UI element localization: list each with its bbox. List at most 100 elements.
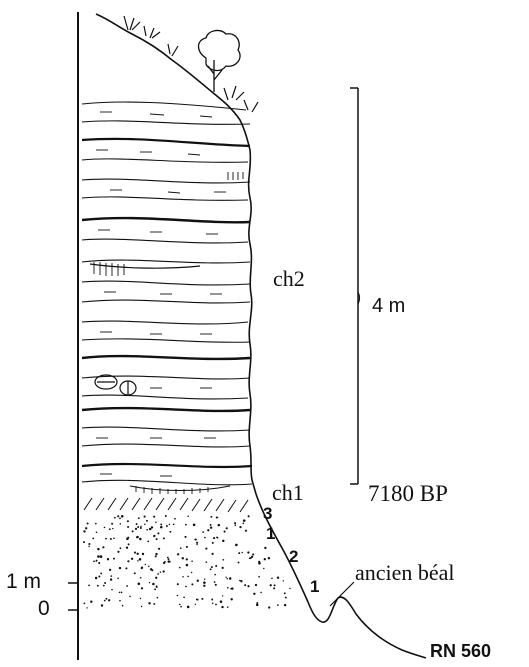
sand-dot (238, 552, 240, 554)
sand-dot (117, 551, 119, 553)
sand-dot (179, 567, 181, 569)
sand-dot (185, 524, 187, 526)
unit-ch1-label: ch1 (272, 482, 304, 504)
scale-bar-label: 4 m (372, 296, 405, 316)
sand-dot (138, 517, 140, 519)
sand-dot (146, 529, 148, 531)
sand-dot (155, 555, 157, 557)
sand-dot (95, 577, 97, 579)
road-label: RN 560 (430, 642, 491, 660)
lamination-dashes (96, 112, 226, 476)
sand-dot (134, 552, 136, 554)
sand-dot (93, 561, 95, 563)
sand-dot (153, 516, 155, 518)
sand-dot (107, 558, 109, 560)
sand-dot (157, 532, 159, 534)
sand-dot (218, 524, 221, 527)
sand-dot (277, 576, 279, 578)
sand-dot (121, 591, 123, 593)
plant-tuft-icon (124, 16, 258, 112)
sand-dot (264, 547, 266, 549)
sand-dot (155, 522, 157, 524)
sand-dot (251, 556, 253, 558)
sand-dot (97, 555, 100, 558)
sand-dot (127, 520, 129, 522)
sand-dot (289, 588, 291, 590)
scale-bar-4m (350, 88, 360, 484)
canal-label: ancien béal (355, 562, 455, 584)
sand-dot (180, 606, 182, 608)
sand-dot (148, 566, 150, 568)
sand-dot (126, 585, 128, 587)
sand-dot (160, 526, 163, 529)
depth-0-label: 0 (38, 598, 50, 619)
sand-dot (263, 568, 264, 569)
sand-dot (98, 562, 100, 564)
sand-dot (152, 583, 155, 586)
sand-dot (203, 585, 205, 587)
sand-dot (201, 598, 203, 600)
sand-dot (193, 524, 196, 527)
sand-dot (122, 605, 124, 607)
sand-dot (153, 536, 154, 537)
sand-dot (238, 562, 240, 564)
sand-dot (222, 567, 224, 569)
sand-dot (111, 523, 113, 525)
sand-dot (163, 537, 165, 539)
sand-dot (137, 536, 139, 538)
sand-dot (127, 537, 129, 539)
sand-dot (260, 592, 262, 594)
sand-dot (222, 540, 224, 542)
sand-dot (96, 532, 98, 534)
sand-dot (86, 607, 87, 608)
sand-dot (160, 571, 162, 573)
sand-dot (180, 547, 182, 549)
sand-dot (165, 515, 167, 517)
sand-dot (197, 599, 199, 601)
radiocarbon-date-label: 7180 BP (368, 482, 448, 505)
sand-dot (98, 576, 100, 578)
sand-dot (111, 589, 113, 591)
sand-dot (205, 548, 207, 550)
sand-dot (239, 526, 241, 528)
sand-dot (174, 518, 176, 520)
depth-1m-label: 1 m (6, 571, 41, 592)
sand-dot (88, 546, 89, 547)
sand-dot (182, 576, 184, 578)
sand-dot (268, 557, 270, 559)
sand-dot (127, 560, 129, 562)
sand-dot (169, 531, 171, 533)
sand-dot (149, 528, 152, 531)
sand-dot (104, 600, 106, 602)
sand-dot (195, 539, 197, 541)
sand-dot (90, 601, 92, 603)
sand-dot (222, 595, 223, 596)
sand-dot (212, 553, 214, 555)
sand-dot (230, 598, 232, 600)
sand-dot (207, 529, 209, 531)
sand-dot (140, 577, 142, 579)
sand-dot (125, 567, 127, 569)
sand-dot (157, 597, 159, 599)
sand-dot (140, 598, 141, 599)
sand-dot (95, 523, 97, 525)
sand-dot (153, 603, 155, 605)
unit-ch2-label: ch2 (273, 268, 305, 290)
sand-dot (121, 515, 124, 518)
sand-dot (258, 576, 260, 578)
sand-dot (139, 558, 142, 561)
sand-dot (274, 584, 276, 586)
sand-dot (149, 582, 150, 583)
sand-dot (156, 538, 158, 540)
sand-dot (182, 557, 184, 559)
hatched-layer-3 (84, 498, 248, 512)
sand-dot (264, 558, 266, 560)
sand-dot (138, 583, 141, 586)
sand-dot (212, 603, 214, 605)
sand-dot (141, 606, 142, 607)
sand-dot (139, 538, 142, 541)
sand-dot (157, 573, 159, 575)
sand-dot (83, 541, 85, 543)
sand-dot (226, 578, 227, 579)
layer-lines (82, 102, 252, 485)
